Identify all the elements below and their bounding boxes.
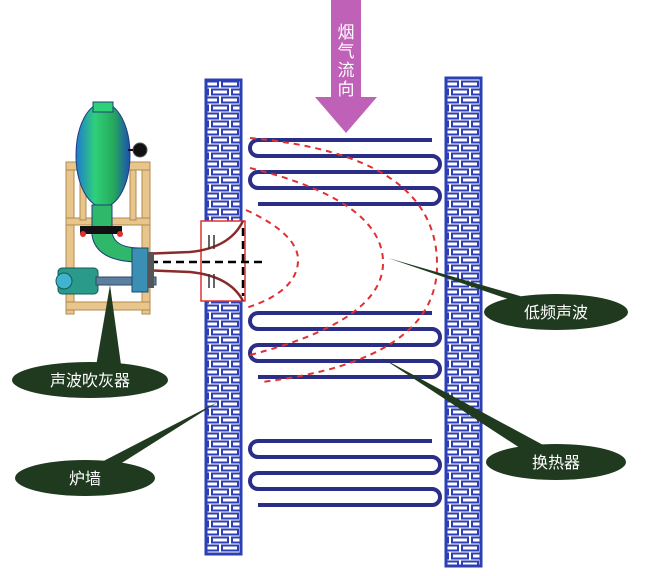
sonic-soot-blower: [55, 101, 157, 315]
heat-exchanger-coil-middle: [248, 311, 442, 379]
arrow-label-char-3: 流: [338, 61, 355, 81]
callout-bubble: [12, 362, 168, 398]
pipe-clamp: [80, 226, 122, 234]
callout-label: 声波吹灰器: [50, 371, 130, 390]
wave-front-inner: [245, 209, 300, 309]
pressure-gauge-icon: [132, 142, 148, 158]
callout-label: 炉墙: [69, 469, 101, 488]
flue-gas-flow-arrow: 烟 气 流 向: [315, 0, 377, 133]
red-valve-left: [80, 231, 86, 237]
callout-pointer: [382, 358, 545, 448]
arrow-label-char-1: 烟: [338, 23, 355, 43]
heat-exchanger-coil-upper: [248, 138, 442, 206]
wave-front-outer: [249, 137, 439, 383]
vessel-top-cap: [92, 101, 114, 113]
arrow-label-char-4: 向: [338, 80, 355, 100]
callout-bubble: [484, 294, 628, 330]
coupling-flange: [131, 247, 149, 293]
callout-sonic-blower: 声波吹灰器: [12, 285, 168, 398]
left-furnace-wall: [204, 78, 243, 556]
motor-end-cap: [55, 272, 73, 290]
drive-shaft: [95, 276, 157, 286]
callout-bubble: [486, 444, 626, 480]
callout-heat-exchanger: 换热器: [382, 358, 626, 480]
heat-exchanger-coil-lower: [248, 439, 442, 507]
arrow-label-char-2: 气: [338, 42, 355, 62]
right-furnace-wall: [444, 76, 483, 568]
down-arrow-shape: [315, 0, 377, 133]
callout-pointer: [95, 285, 122, 372]
flange-bolts: [208, 235, 215, 288]
callout-label: 低频声波: [524, 303, 588, 322]
red-valve-right: [117, 231, 123, 237]
callout-pointer: [90, 402, 218, 468]
callout-pointer: [388, 258, 540, 310]
sonic-horn-outlet: [139, 220, 265, 302]
sound-wave-fronts: [245, 137, 439, 383]
callout-low-frequency-wave: 低频声波: [388, 258, 628, 330]
callout-label: 换热器: [532, 453, 580, 472]
callout-bubble: [15, 460, 155, 496]
horn-flange: [148, 252, 154, 288]
compressed-air-vessel: [75, 102, 131, 208]
callout-furnace-wall: 炉墙: [15, 402, 218, 496]
wave-front-middle: [249, 167, 385, 356]
horn-flare: [139, 220, 245, 302]
